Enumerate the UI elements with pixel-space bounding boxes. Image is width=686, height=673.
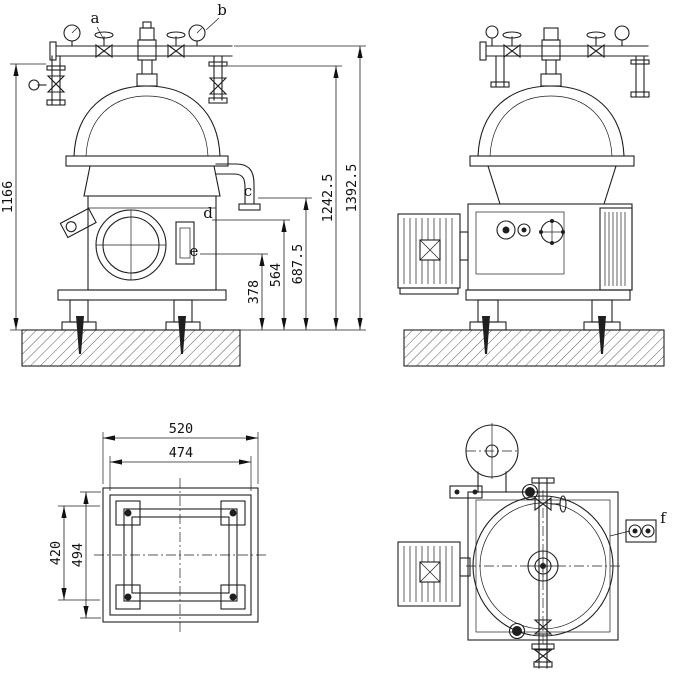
inspection-door <box>175 221 195 265</box>
top-motor <box>397 541 471 607</box>
label-e: e <box>190 242 199 260</box>
valve-icon <box>208 77 228 95</box>
side-motor <box>397 213 469 295</box>
side-view <box>397 25 665 367</box>
valve-icon <box>587 43 605 59</box>
side-top-piping <box>479 25 650 98</box>
front-top-piping <box>28 21 233 106</box>
dim-520: 520 <box>169 421 193 437</box>
pressure-gauge-icon <box>485 25 499 39</box>
dim-378: 378 <box>246 280 262 304</box>
label-f: f <box>660 509 667 527</box>
dim-1242-5: 1242.5 <box>320 174 336 223</box>
valve-icon <box>95 43 113 59</box>
valve-icon <box>167 43 185 59</box>
top-left-flange <box>449 485 483 499</box>
valve-icon <box>503 43 521 59</box>
dim-687-5: 687.5 <box>290 244 306 285</box>
front-ground-hatch <box>21 329 241 367</box>
front-view: a b c d e 1166 378 564 687.5 1242.5 <box>0 1 366 367</box>
handwheel-icon <box>28 79 40 91</box>
side-bowl <box>469 73 635 205</box>
side-anchor-bolt-left <box>482 316 490 354</box>
label-d: d <box>203 204 213 222</box>
top-frame <box>449 485 619 641</box>
valve-icon <box>46 75 66 93</box>
handwheel-icon <box>559 495 567 513</box>
dim-420: 420 <box>48 541 64 565</box>
dim-564: 564 <box>268 263 284 287</box>
handwheel-icon <box>166 31 186 39</box>
handwheel-icon <box>94 31 114 39</box>
side-anchor-bolt-right <box>598 316 606 354</box>
plan-view: 520 474 420 494 <box>48 421 268 632</box>
handwheel-icon <box>502 31 522 39</box>
side-fitting-f <box>609 519 657 543</box>
front-discharge-pipe <box>215 163 261 211</box>
front-lower-casing <box>59 195 217 291</box>
valve-icon <box>534 496 552 512</box>
plan-dimensions: 520 474 420 494 <box>48 421 259 619</box>
valve-icon <box>533 649 553 663</box>
dim-494: 494 <box>70 543 86 567</box>
label-b: b <box>217 1 227 19</box>
drive-pulley <box>465 423 519 493</box>
label-a: a <box>91 9 100 27</box>
front-dimensions: 1166 378 564 687.5 1242.5 1392.5 <box>0 45 366 331</box>
front-side-bracket <box>59 207 97 239</box>
side-base-frame <box>465 289 631 331</box>
front-bowl <box>65 73 229 197</box>
label-c: c <box>244 182 252 200</box>
top-view: f <box>397 423 667 669</box>
valve-icon <box>533 619 553 635</box>
side-ground-hatch <box>403 329 665 367</box>
front-anchor-bolt-right <box>178 316 186 354</box>
side-main-block <box>467 203 633 291</box>
dim-1392-5: 1392.5 <box>344 164 360 213</box>
handwheel-icon <box>586 31 606 39</box>
bowl-dome <box>73 85 221 157</box>
pressure-gauge-icon <box>614 25 630 41</box>
front-anchor-bolt-left <box>76 316 84 354</box>
center-piping <box>527 477 567 669</box>
base-frame-plan <box>94 478 268 632</box>
dim-1166: 1166 <box>0 181 16 214</box>
dim-474: 474 <box>169 445 193 461</box>
